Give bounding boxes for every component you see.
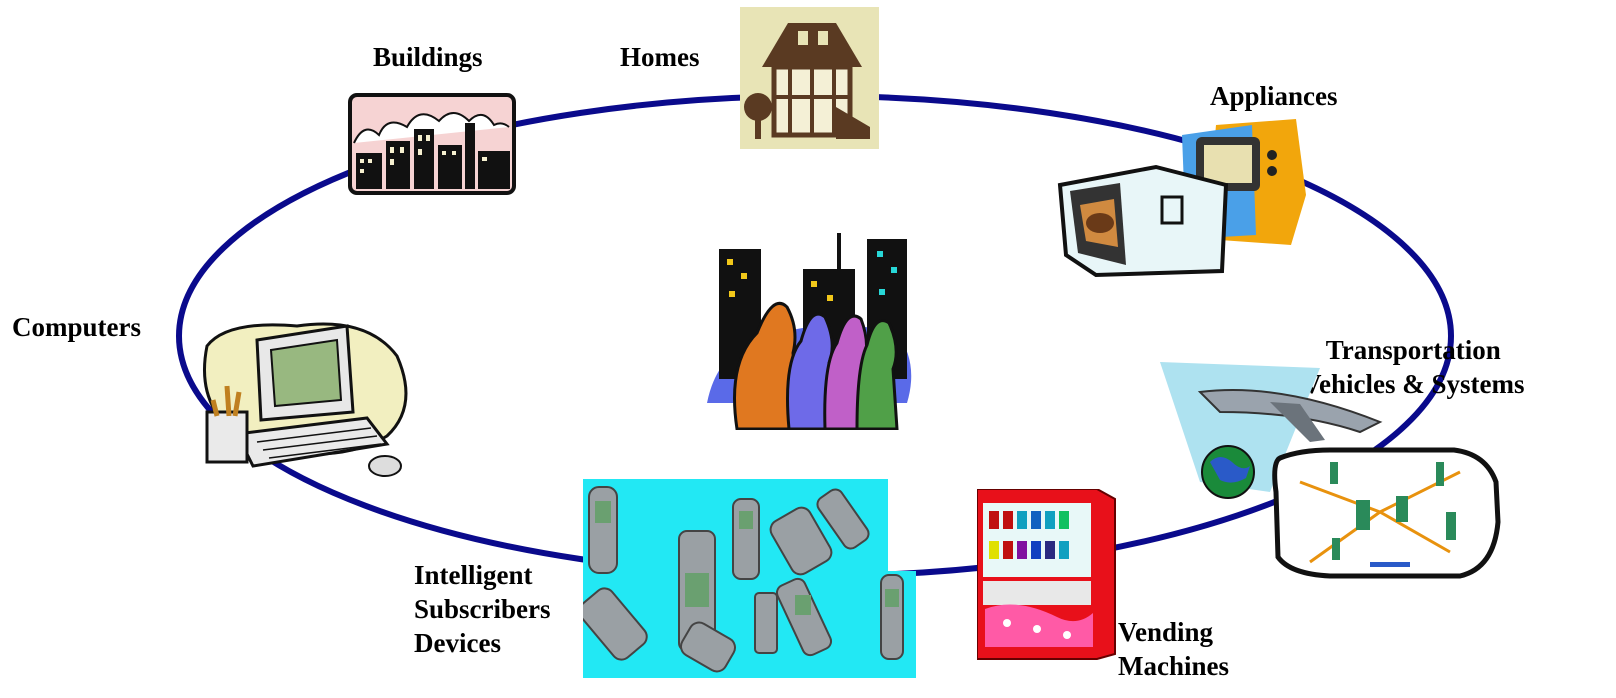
house-icon [740,7,879,154]
subscribers-label: Intelligent Subscribers Devices [414,558,551,660]
subscribers-label-line-3: Devices [414,628,501,658]
transportation-label-line-2: Vehicles & Systems [1302,369,1525,399]
transportation-label: Transportation Vehicles & Systems [1302,333,1525,401]
subscribers-label-line-2: Subscribers [414,594,551,624]
microwave-tv-icon [1056,115,1316,285]
buildings-icon [348,93,516,200]
mobile-phones-icon [578,479,916,683]
subscribers-label-line-1: Intelligent [414,560,533,590]
vending-label: Vending Machines [1118,615,1229,683]
buildings-label: Buildings [373,42,483,72]
vending-label-line-1: Vending [1118,617,1214,647]
plane-car-globe-icon [1160,362,1510,587]
vending-label-line-2: Machines [1118,651,1229,681]
homes-label: Homes [620,42,700,72]
desktop-computer-icon [187,316,417,491]
vending-machine-icon [976,488,1117,669]
appliances-label: Appliances [1210,81,1338,111]
transportation-label-line-1: Transportation [1325,335,1501,365]
people-city-icon [697,233,919,435]
computers-label: Computers [12,312,141,342]
